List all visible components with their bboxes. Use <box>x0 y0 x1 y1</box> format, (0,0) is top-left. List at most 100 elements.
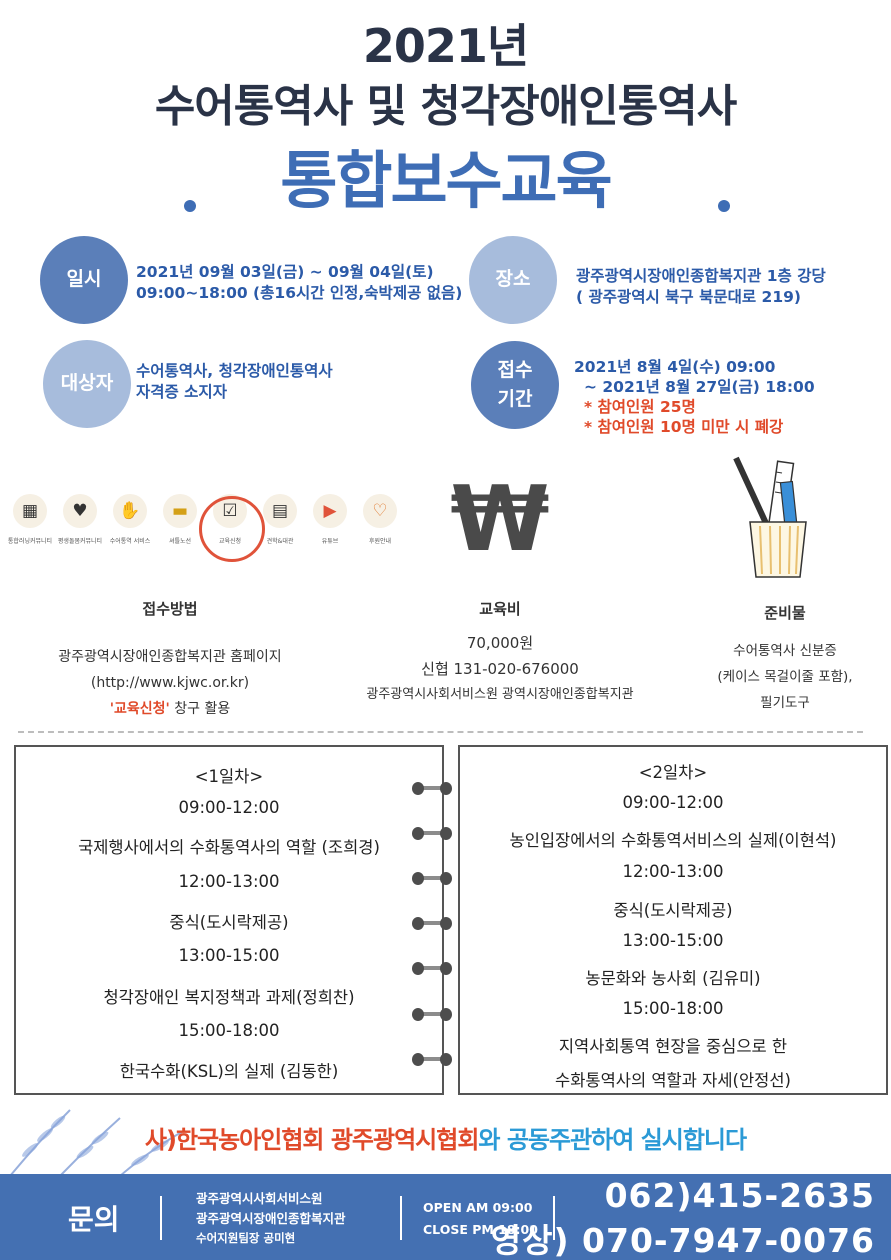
capacity-note: * 참여인원 25명 <box>584 398 696 416</box>
heart-care-icon: ♡ <box>363 494 397 528</box>
schedule-item: 농문화와 농사회 (김유미) <box>585 969 761 988</box>
grid-icon: ▦ <box>13 494 47 528</box>
prep-title: 준비물 <box>764 604 806 622</box>
menu-item: ♡후원안내 <box>356 494 404 545</box>
date-info: 2021년 09월 03일(금) ~ 09월 04일(토) 09:00~18:0… <box>136 262 462 304</box>
menu-item: ▤견학&대관 <box>256 494 304 545</box>
target-line: 수어통역사, 청각장애인통역사 <box>136 362 333 380</box>
place-badge: 장소 <box>469 236 557 324</box>
binder-ring <box>412 1053 452 1066</box>
homepage-url: (http://www.kjwc.or.kr) <box>90 675 250 691</box>
schedule-item: 12:00-13:00 <box>178 872 280 891</box>
binder-ring <box>412 962 452 975</box>
highlight-ring <box>199 496 265 562</box>
schedule-item: 중식(도시락제공) <box>169 913 289 932</box>
apply-highlight: '교육신청' <box>109 701 170 717</box>
schedule-item: 12:00-13:00 <box>622 862 724 881</box>
place-line: 광주광역시장애인종합복지관 1층 강당 <box>576 267 826 285</box>
main-title: 통합보수교육 <box>280 144 612 217</box>
period-badge: 접수 기간 <box>471 341 559 429</box>
apply-title: 접수방법 <box>142 600 198 618</box>
schedule-item: 청각장애인 복지정책과 과제(정희찬) <box>103 988 355 1007</box>
leaf-decoration-icon <box>9 1109 186 1176</box>
day1-panel: <1일차> 09:00-12:00 국제행사에서의 수화통역사의 역할 (조희경… <box>14 745 444 1095</box>
day2-title: <2일차> <box>638 763 708 782</box>
footer-divider <box>400 1196 402 1240</box>
schedule-item: 수화통역사의 역할과 자세(안정선) <box>555 1071 791 1090</box>
target-info: 수어통역사, 청각장애인통역사 자격증 소지자 <box>136 361 333 403</box>
address-line: ( 광주광역시 북구 북문대로 219) <box>576 288 801 306</box>
menu-item: ▦통합러닝커뮤니티 <box>6 494 54 545</box>
video-phone-number[interactable]: 영상) 070-7947-0076 <box>490 1221 875 1260</box>
schedule-item: 지역사회통역 현장을 중심으로 한 <box>558 1037 788 1056</box>
period-start: 2021년 8월 4일(수) 09:00 <box>574 358 776 376</box>
schedule-item: 09:00-12:00 <box>178 798 280 817</box>
apply-line-1: 광주광역시장애인종합복지관 홈페이지 <box>58 649 282 665</box>
year-title: 2021년 <box>362 19 529 73</box>
account-holder: 광주광역시사회서비스원 광역시장애인종합복지관 <box>366 687 634 702</box>
bullet-dot-left <box>184 200 196 212</box>
day1-title: <1일차> <box>194 767 264 786</box>
schedule-item: 13:00-15:00 <box>622 931 724 950</box>
contact-person: 수어지원팀장 공미현 <box>196 1231 296 1245</box>
apply-line-3: '교육신청' 창구 활용 <box>109 701 231 717</box>
bus-icon: ▬ <box>163 494 197 528</box>
cancel-note: * 참여인원 10명 미만 시 폐강 <box>584 418 784 436</box>
place-info: 광주광역시장애인종합복지관 1층 강당 ( 광주광역시 북구 북문대로 219) <box>576 266 826 308</box>
close-hours: CLOSE PM 18:00 <box>423 1222 538 1237</box>
binder-ring <box>412 1008 452 1021</box>
phone-number[interactable]: 062)415-2635 <box>604 1176 875 1215</box>
fee-amount: 70,000원 <box>466 634 534 652</box>
binder-ring <box>412 917 452 930</box>
binder-ring <box>412 827 452 840</box>
binder-ring <box>412 782 452 795</box>
schedule-item: 15:00-18:00 <box>178 1021 280 1040</box>
binder-ring <box>412 872 452 885</box>
co-host-banner: 사)한국농아인협회 광주광역시협회와 공동주관하여 실시합니다 <box>0 1120 891 1155</box>
period-end: ~ 2021년 8월 27일(금) 18:00 <box>584 378 815 396</box>
prep-line-1: 수어통역사 신분증 <box>733 643 837 659</box>
co-host-text: 와 공동주관하여 실시합니다 <box>478 1126 747 1154</box>
schedule-item: 농인입장에서의 수화통역서비스의 실제(이현석) <box>509 831 837 850</box>
prep-body: 수어통역사 신분증 (케이스 목걸이줄 포함), 필기도구 <box>690 638 880 716</box>
period-label-2: 기간 <box>497 388 533 410</box>
bullet-dot-right <box>718 200 730 212</box>
menu-item: ✋수어통역 서비스 <box>106 494 154 545</box>
won-icon: ₩ <box>450 467 550 572</box>
certificate-line: 자격증 소지자 <box>136 383 227 401</box>
document-icon: ▤ <box>263 494 297 528</box>
footer-contact: 문의 광주광역시사회서비스원 광주광역시장애인종합복지관 수어지원팀장 공미현 … <box>0 1174 891 1260</box>
prep-line-3: 필기도구 <box>760 695 810 711</box>
schedule-item: 09:00-12:00 <box>622 793 724 812</box>
menu-item: ♥평생돌봄커뮤니티 <box>56 494 104 545</box>
target-badge: 대상자 <box>43 340 131 428</box>
footer-divider <box>160 1196 162 1240</box>
contact-label: 문의 <box>68 1203 120 1236</box>
hand-sign-icon: ✋ <box>113 494 147 528</box>
subtitle: 수어통역사 및 청각장애인통역사 <box>154 81 737 132</box>
day2-panel: <2일차> 09:00-12:00 농인입장에서의 수화통역서비스의 실제(이현… <box>458 745 888 1095</box>
prep-line-2: (케이스 목걸이줄 포함), <box>717 669 853 685</box>
time-line: 09:00~18:00 (총16시간 인정,숙박제공 없음) <box>136 284 463 302</box>
youtube-icon: ▶ <box>313 494 347 528</box>
heart-hands-icon: ♥ <box>63 494 97 528</box>
contact-org-2: 광주광역시장애인종합복지관 <box>196 1211 346 1226</box>
schedule-item: 중식(도시락제공) <box>613 901 733 920</box>
schedule-item: 국제행사에서의 수화통역사의 역할 (조희경) <box>78 838 380 857</box>
menu-item: ▬셔틀노선 <box>156 494 204 545</box>
apply-body: 광주광역시장애인종합복지관 홈페이지 (http://www.kjwc.or.k… <box>10 644 330 722</box>
date-line: 2021년 09월 03일(금) ~ 09월 04일(토) <box>136 263 434 281</box>
footer-divider <box>553 1196 555 1240</box>
menu-item: ▶유튜브 <box>306 494 354 545</box>
contact-org-1: 광주광역시사회서비스원 <box>196 1191 323 1206</box>
date-badge: 일시 <box>40 236 128 324</box>
fee-title: 교육비 <box>479 600 521 618</box>
divider <box>18 731 863 733</box>
schedule-item: 한국수화(KSL)의 실제 (김동한) <box>119 1062 339 1081</box>
schedule-item: 15:00-18:00 <box>622 999 724 1018</box>
period-info: 2021년 8월 4일(수) 09:00 ~ 2021년 8월 27일(금) 1… <box>574 357 815 437</box>
open-hours: OPEN AM 09:00 <box>423 1200 533 1215</box>
schedule-item: 13:00-15:00 <box>178 946 280 965</box>
fee-body: 70,000원 신협 131-020-676000 광주광역시사회서비스원 광역… <box>300 630 700 708</box>
pen-cup-icon <box>733 456 807 578</box>
